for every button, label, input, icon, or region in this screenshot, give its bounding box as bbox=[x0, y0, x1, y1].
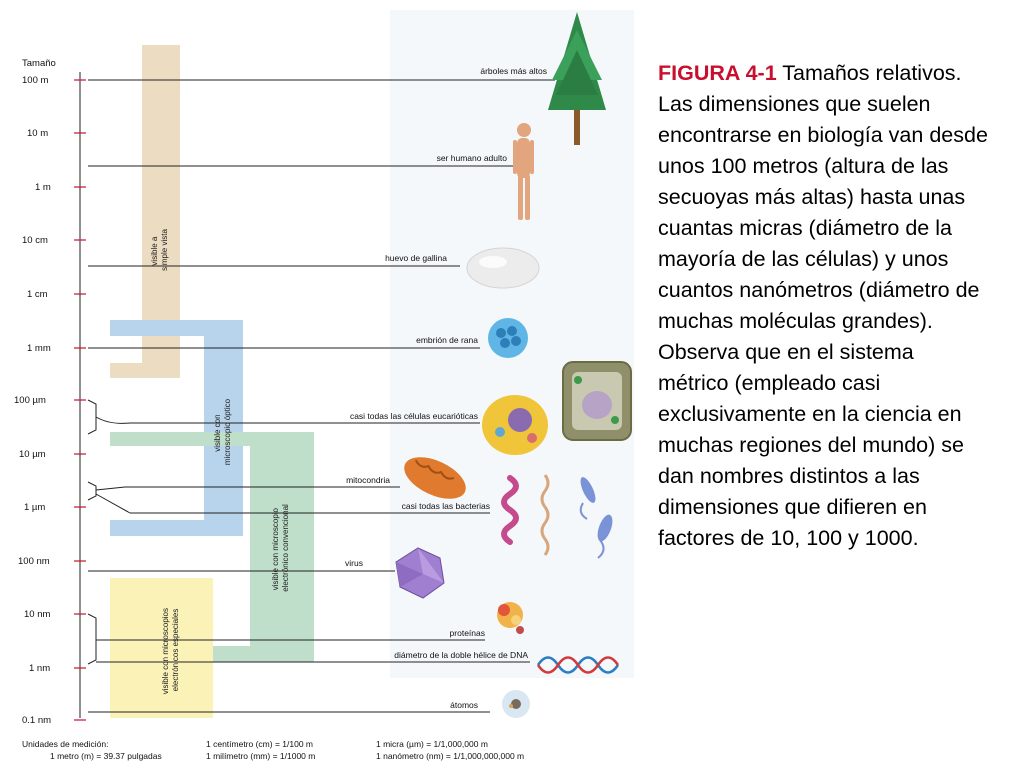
protein-icon bbox=[497, 602, 524, 634]
object-label: átomos bbox=[450, 700, 478, 710]
object-label: diámetro de la doble hélice de DNA bbox=[394, 650, 528, 660]
scale-tick-label: 100 m bbox=[22, 75, 48, 86]
scale-tick-label: 10 nm bbox=[24, 609, 50, 620]
scale-tick-label: 100 nm bbox=[18, 556, 50, 567]
leader-lines bbox=[87, 79, 555, 713]
unit-millimeter: 1 milímetro (mm) = 1/1000 m bbox=[206, 751, 316, 761]
egg-icon bbox=[466, 247, 540, 289]
unit-centimeter: 1 centímetro (cm) = 1/100 m bbox=[206, 739, 313, 749]
human-icon bbox=[513, 123, 534, 220]
mitochondrion-icon bbox=[404, 457, 466, 499]
range-special-em bbox=[110, 578, 213, 718]
virus-icon bbox=[395, 547, 445, 599]
range-conventional-em bbox=[110, 432, 314, 662]
bacteria-icon bbox=[501, 474, 613, 559]
object-label: árboles más altos bbox=[480, 66, 547, 76]
scale-tick-label: 1 nm bbox=[29, 663, 50, 674]
scale-labels: Tamaño 100 m 10 m 1 m 10 cm 1 cm 1 mm 10… bbox=[14, 58, 56, 726]
caption-text: Tamaños relativos. Las dimensiones que s… bbox=[658, 61, 988, 550]
scale-header: Tamaño bbox=[22, 58, 56, 69]
scale-tick-label: 1 cm bbox=[27, 289, 48, 300]
atom-icon bbox=[502, 690, 530, 718]
object-label: proteínas bbox=[450, 628, 485, 638]
frog-embryo-icon bbox=[488, 318, 528, 358]
object-label: embrión de rana bbox=[416, 335, 478, 345]
scale-tick-label: 10 cm bbox=[22, 235, 48, 246]
range-label-conventional-em: visible con microscopio electrónico conv… bbox=[271, 504, 290, 592]
object-label: mitocondria bbox=[346, 475, 390, 485]
scale-tick-label: 10 m bbox=[27, 128, 48, 139]
range-light-microscope bbox=[110, 320, 243, 536]
object-label: ser humano adulto bbox=[437, 153, 508, 163]
unit-micron: 1 micra (µm) = 1/1,000,000 m bbox=[376, 739, 488, 749]
object-label: casi todas las bacterias bbox=[402, 501, 490, 511]
object-label: virus bbox=[345, 558, 363, 568]
object-labels: árboles más altos ser humano adulto huev… bbox=[345, 66, 547, 710]
object-label: casi todas las células eucarióticas bbox=[350, 411, 478, 421]
scale-tick-label: 1 m bbox=[35, 182, 51, 193]
unit-nanometer: 1 nanómetro (nm) = 1/1,000,000,000 m bbox=[376, 751, 525, 761]
scale-ticks bbox=[74, 79, 86, 721]
range-label-light-microscope: visible con microscopio óptico bbox=[213, 398, 232, 465]
unit-meter: 1 metro (m) = 39.37 pulgadas bbox=[50, 751, 162, 761]
scale-tick-label: 100 µm bbox=[14, 395, 46, 406]
object-label: huevo de gallina bbox=[385, 253, 447, 263]
eukaryotic-cell-icon bbox=[482, 395, 548, 455]
scale-tick-label: 1 µm bbox=[24, 502, 45, 513]
figure-caption: FIGURA 4-1 Tamaños relativos. Las dimens… bbox=[658, 58, 988, 554]
scale-tick-label: 10 µm bbox=[19, 449, 46, 460]
tree-icon bbox=[548, 12, 606, 145]
scale-tick-label: 1 mm bbox=[27, 343, 51, 354]
units-legend: Unidades de medición: 1 centímetro (cm) … bbox=[22, 738, 622, 762]
units-heading: Unidades de medición: bbox=[22, 739, 109, 749]
dna-helix-icon bbox=[536, 656, 620, 674]
scale-tick-label: 0.1 nm bbox=[22, 715, 51, 726]
range-label-special-em: visible con microscopios electrónicos es… bbox=[161, 606, 180, 695]
plant-cell-icon bbox=[562, 361, 632, 441]
figure-number: FIGURA 4-1 bbox=[658, 61, 777, 85]
range-label-naked-eye: visible a simple vista bbox=[150, 229, 169, 271]
